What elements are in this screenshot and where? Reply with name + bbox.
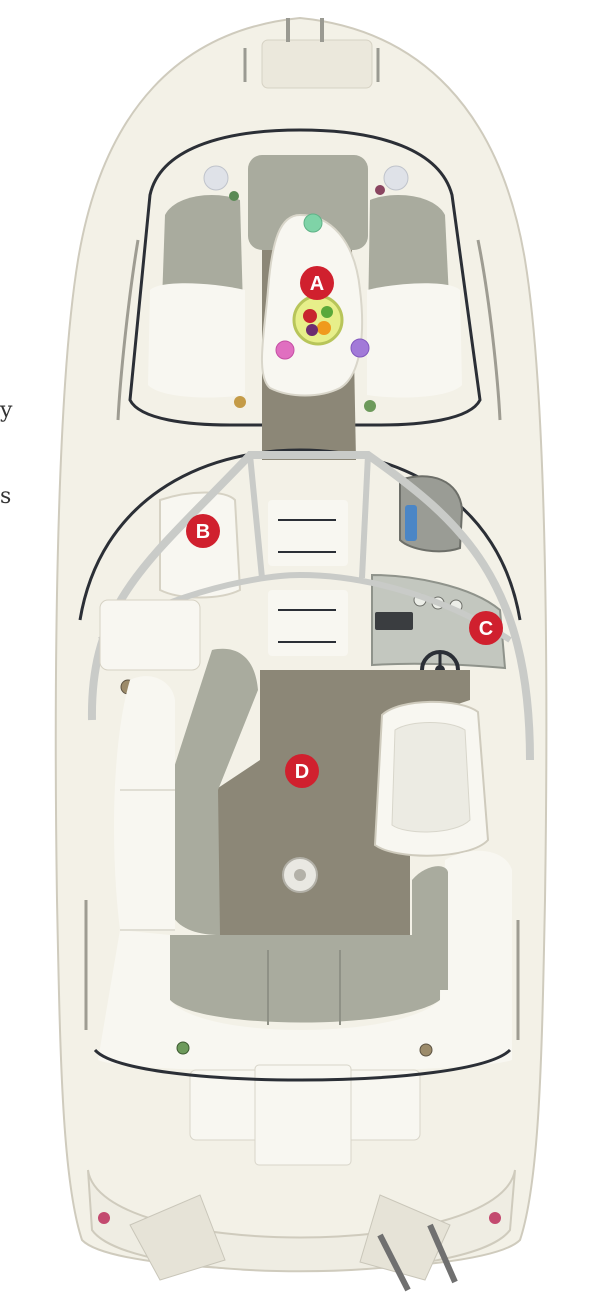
fruit-red [303, 309, 317, 323]
cockpit-trim-arc [78, 448, 522, 621]
marker-b[interactable]: B [186, 514, 220, 548]
starboard-aft-seat [440, 850, 512, 1000]
marker-a-label: A [310, 273, 324, 295]
rub-rail-right [476, 239, 502, 421]
cup-green [303, 213, 323, 233]
swim-ladder-right [427, 1223, 458, 1284]
cup-purple [350, 338, 370, 358]
platform-pad-left [129, 1194, 226, 1281]
bow-seat-right-cushion [367, 283, 462, 398]
nav-light-right [364, 400, 376, 412]
helm-seat-bolster [391, 722, 471, 833]
marker-d-label: D [295, 761, 309, 783]
marker-c-label: C [479, 618, 493, 640]
cup-pink [275, 340, 295, 360]
port-side-storage [99, 599, 201, 671]
windshield-post-right [359, 454, 371, 579]
cupholder-aft-right [419, 1043, 433, 1057]
edge-text-y: y [0, 398, 13, 423]
fruit-green [321, 306, 333, 318]
bow-hatch [261, 39, 373, 89]
swim-ladder-left [377, 1233, 411, 1292]
platform-pad-right [359, 1194, 451, 1281]
bow-cockpit-trim [128, 128, 482, 427]
bow-seat-left-cushion [148, 283, 245, 398]
walkthrough-step-2 [268, 590, 348, 656]
rub-rail-left [116, 239, 140, 421]
port-lounge-cushion [114, 676, 175, 930]
walkthrough-step-1 [268, 500, 348, 566]
nav-light-left [234, 396, 246, 408]
cupholder-left [229, 191, 239, 201]
marker-c[interactable]: C [469, 611, 503, 645]
fruit-purple [306, 324, 318, 336]
marker-b-label: B [196, 521, 210, 543]
fruit-orange [317, 321, 331, 335]
transom-walkthrough [254, 1064, 352, 1166]
aft-lounge-cushion [98, 930, 512, 1072]
stern-light-right [489, 1212, 501, 1224]
cupholder-right [375, 185, 385, 195]
marker-d[interactable]: D [285, 754, 319, 788]
transom-trim [93, 1048, 512, 1082]
speaker-right [383, 165, 409, 191]
cupholder-aft-left [176, 1041, 190, 1055]
windshield-post-left [247, 454, 265, 579]
helm-dash [371, 573, 507, 670]
aft-lounge-backrest [170, 935, 440, 1023]
bow-backrest-center [248, 155, 368, 250]
speaker-left [203, 165, 229, 191]
stern-light-left [98, 1212, 110, 1224]
snack-bowl [292, 294, 344, 346]
drain-icon [282, 857, 318, 893]
bottle [405, 505, 417, 541]
marker-a[interactable]: A [300, 266, 334, 300]
edge-text-s: s [0, 484, 12, 509]
port-lounge-backrest [170, 648, 258, 935]
switch-panel [375, 612, 413, 630]
